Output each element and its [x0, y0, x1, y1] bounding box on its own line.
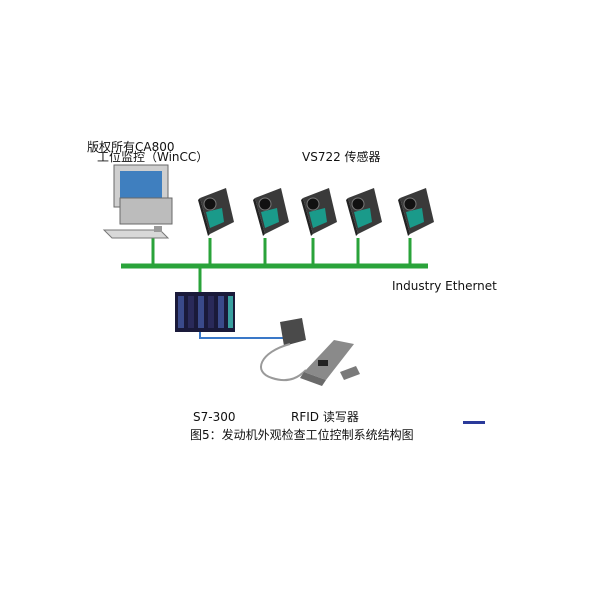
rfid-label: RFID 读写器 [291, 410, 359, 424]
plc-label: S7-300 [193, 410, 236, 424]
sensor-label: VS722 传感器 [302, 150, 381, 164]
computer-icon [102, 164, 173, 239]
pc-label: 工位监控（WinCC） [97, 150, 209, 164]
rfid-reader-icon [260, 318, 360, 386]
watermark-text: 版权所有CA800 [87, 140, 175, 154]
camera-sensor-icon [198, 188, 434, 236]
corner-mark [463, 421, 485, 424]
plc-rack-icon [175, 292, 235, 332]
figure-caption: 图5：发动机外观检查工位控制系统结构图 [190, 428, 414, 442]
ethernet-label: Industry Ethernet [392, 279, 497, 293]
